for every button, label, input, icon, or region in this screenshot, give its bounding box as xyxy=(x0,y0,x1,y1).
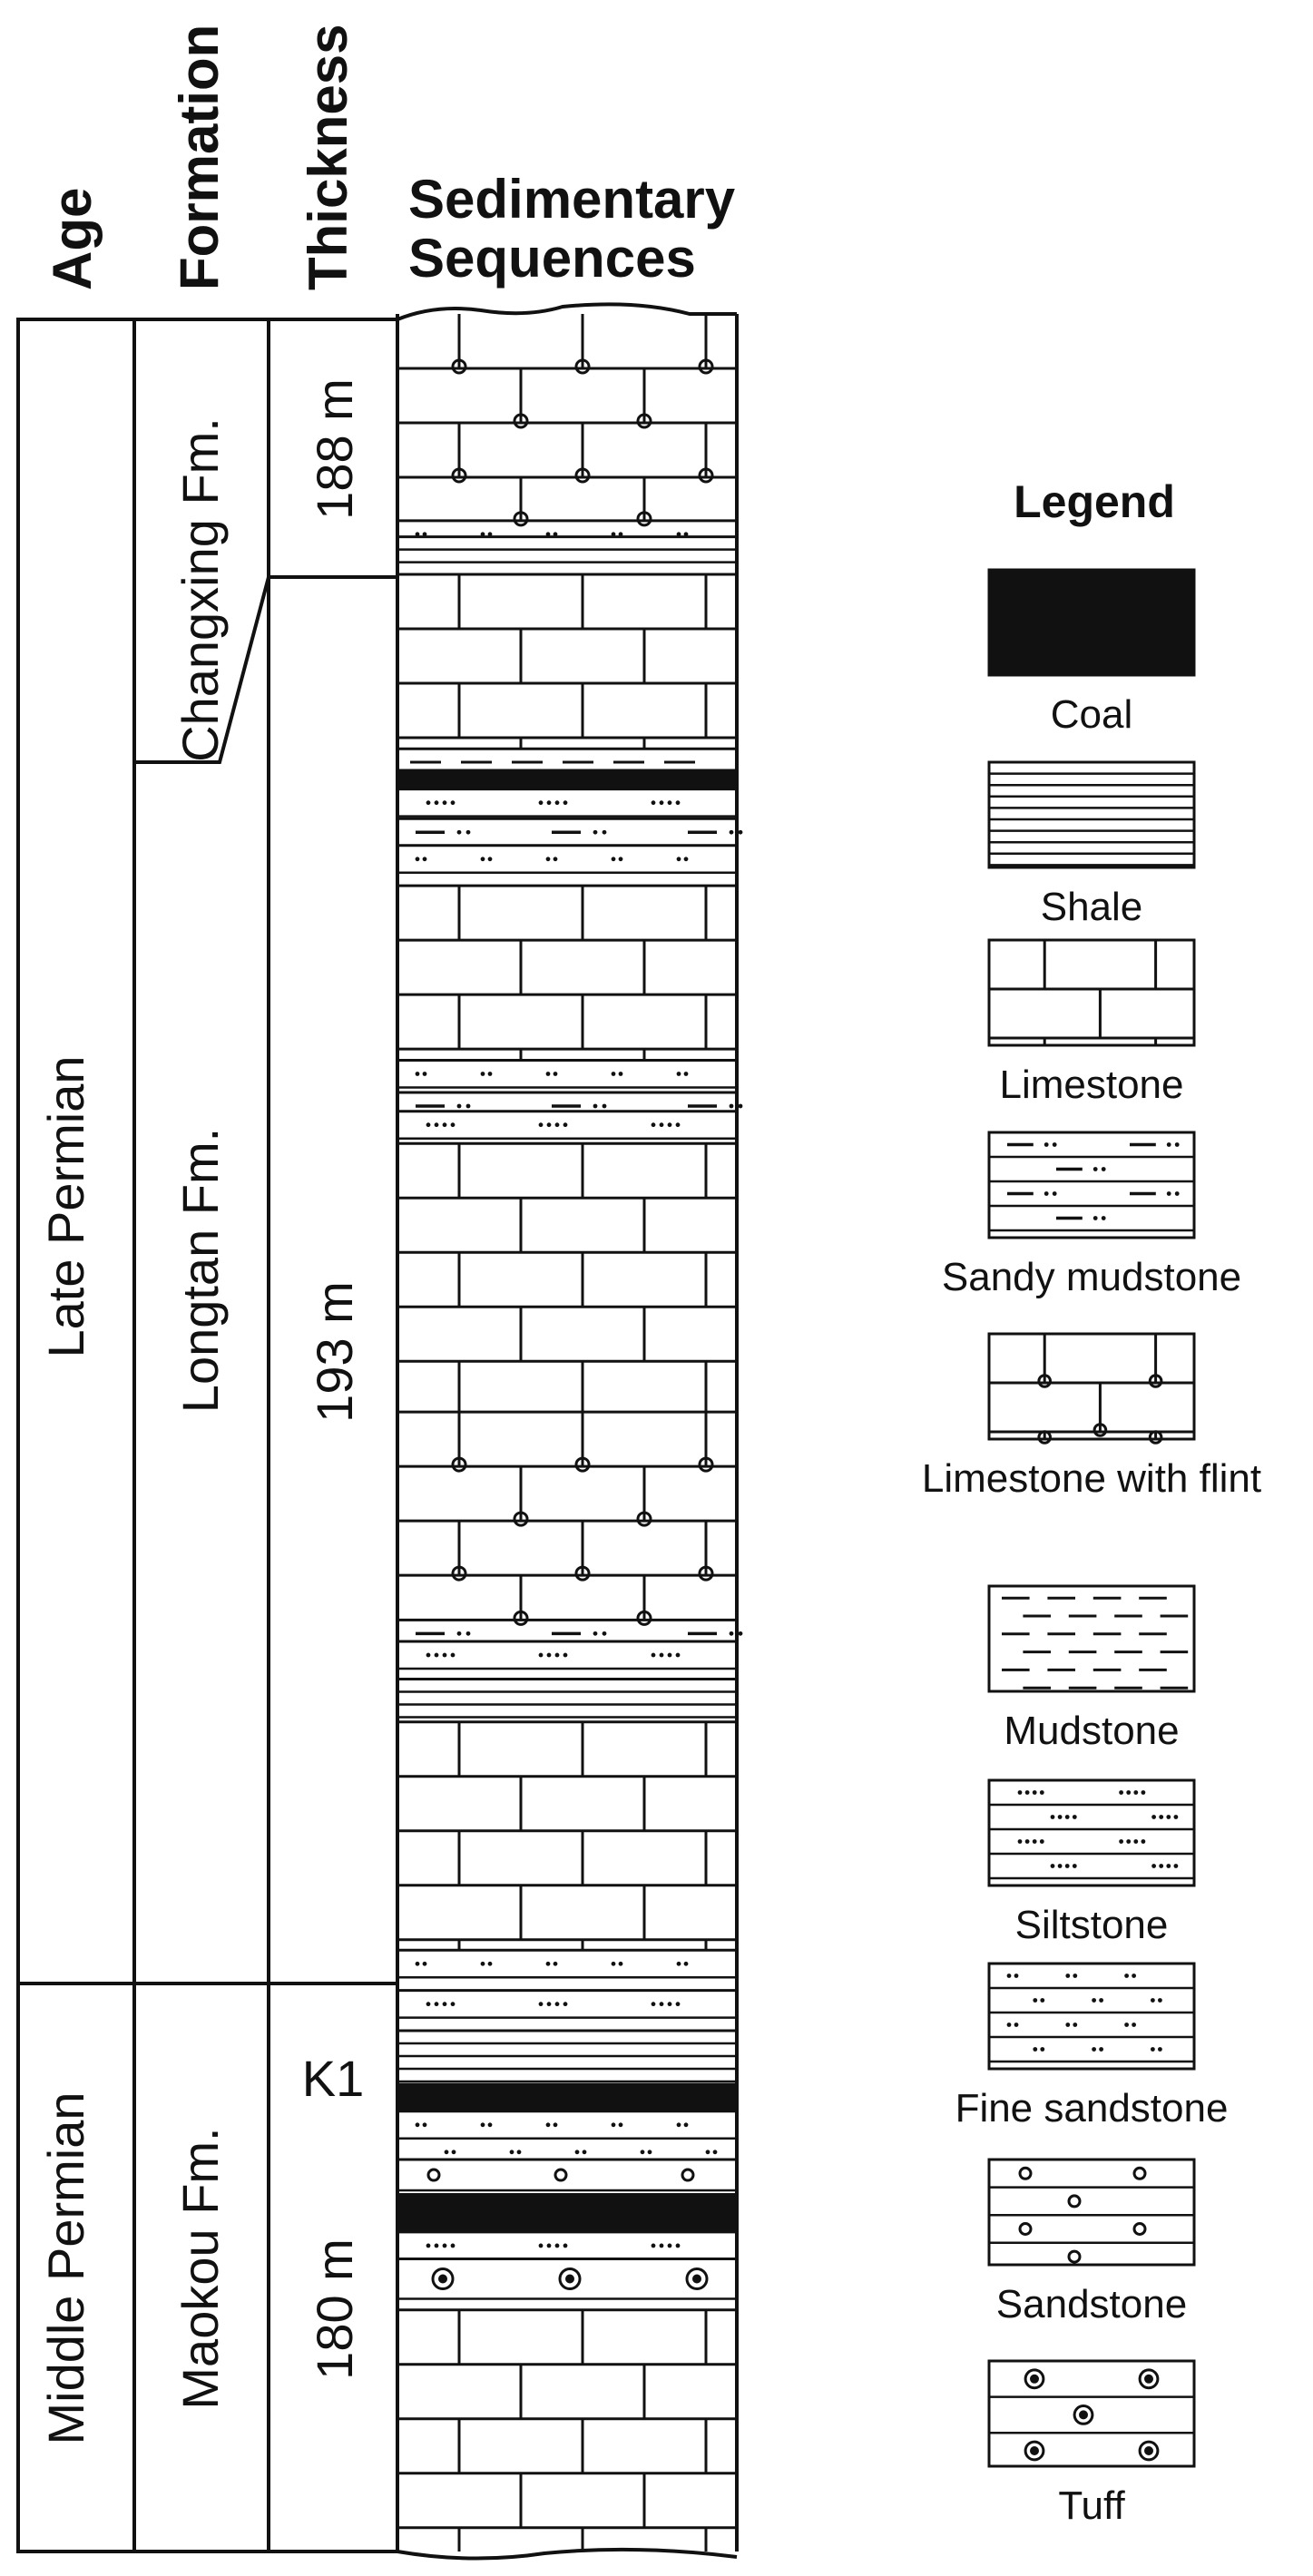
legend-swatch-sandstone xyxy=(987,2158,1196,2267)
column-layer-limestone xyxy=(397,884,737,1061)
column-layer-shale xyxy=(397,2029,737,2083)
column-layer-coal xyxy=(397,2193,737,2232)
legend-swatch-sandy-mudstone xyxy=(987,1131,1196,1239)
column-layer-siltstone xyxy=(397,1989,737,2019)
column-labels: Late Permian Middle Permian Changxing Fm… xyxy=(37,378,364,2444)
header-age: Age xyxy=(42,188,103,290)
legend-item-shale: Shale xyxy=(987,760,1196,929)
legend-label-limestone: Limestone xyxy=(999,1063,1183,1107)
legend-label-sandy-mudstone: Sandy mudstone xyxy=(942,1255,1241,1299)
marker-k1: K1 xyxy=(302,2050,365,2107)
thickness-longtan: 193 m xyxy=(306,1281,363,1423)
legend-title: Legend xyxy=(1014,476,1175,527)
thickness-changxing: 188 m xyxy=(306,378,363,520)
legend-item-sandy-mudstone: Sandy mudstone xyxy=(942,1131,1241,1299)
column-layer-limestone xyxy=(397,1141,737,1413)
column-layer-sandy-mudstone xyxy=(397,817,743,835)
legend-item-fine-sandstone: Fine sandstone xyxy=(955,1962,1229,2130)
column-layer-siltstone xyxy=(397,1110,737,1140)
legend-item-limestone-flint: Limestone with flint xyxy=(922,1332,1261,1501)
column-layer-fine-sandstone xyxy=(397,844,737,875)
header-sequences-line1: Sedimentary xyxy=(408,169,736,230)
legend-label-siltstone: Siltstone xyxy=(1015,1903,1169,1947)
legend-item-siltstone: Siltstone xyxy=(987,1778,1196,1947)
column-layer-siltstone xyxy=(397,2230,737,2248)
legend-label-coal: Coal xyxy=(1051,692,1133,737)
header-formation: Formation xyxy=(169,24,230,290)
column-layer-sandstone xyxy=(397,2158,737,2192)
column-layer-coal xyxy=(397,769,737,789)
legend-item-limestone: Limestone xyxy=(987,938,1196,1107)
column-bottom-wavy-edge xyxy=(397,2547,738,2561)
header-sequences-line2: Sequences xyxy=(408,228,696,289)
legend-label-mudstone: Mudstone xyxy=(1004,1709,1179,1753)
age-middle-permian: Middle Permian xyxy=(37,2091,94,2444)
legend-swatch-siltstone xyxy=(987,1778,1196,1887)
column-layer-shale xyxy=(397,535,737,563)
legend-label-fine-sandstone: Fine sandstone xyxy=(955,2086,1229,2130)
column-layer-fine-sandstone xyxy=(397,1058,737,1089)
thickness-maokou: 180 m xyxy=(306,2238,363,2380)
column-layer-sandy-mudstone xyxy=(397,1618,743,1636)
legend-swatch-shale xyxy=(987,760,1196,869)
formation-changxing: Changxing Fm. xyxy=(171,417,229,762)
column-layer-limestone-flint xyxy=(397,314,737,527)
legend-swatch-fine-sandstone xyxy=(987,1962,1196,2071)
column-layer-fine-sandstone xyxy=(397,519,737,537)
legend-item-mudstone: Mudstone xyxy=(987,1584,1196,1753)
column-layer-mudstone xyxy=(397,747,737,764)
header-thickness: Thickness xyxy=(298,24,358,290)
column-layer-siltstone xyxy=(397,1640,737,1670)
legend-swatch-limestone-flint xyxy=(987,1332,1196,1445)
column-layer-limestone xyxy=(397,1720,737,1951)
legend-item-coal: Coal xyxy=(987,568,1196,737)
formation-maokou: Maokou Fm. xyxy=(171,2127,229,2409)
column-layer-limestone xyxy=(397,573,737,749)
column-layer-sandy-mudstone xyxy=(397,1091,743,1109)
column-headers: Age Formation Thickness Sedimentary Sequ… xyxy=(42,24,736,290)
legend-swatch-tuff xyxy=(987,2359,1196,2468)
column-layer-limestone-flint xyxy=(397,1410,737,1626)
legend-swatch-limestone xyxy=(987,938,1196,1047)
age-late-permian: Late Permian xyxy=(37,1055,94,1357)
sedimentary-sequence-column xyxy=(396,302,743,2561)
column-top-wavy-edge xyxy=(397,302,737,321)
legend-label-tuff: Tuff xyxy=(1058,2483,1125,2528)
formation-longtan: Longtan Fm. xyxy=(171,1128,229,1413)
legend-label-sandstone: Sandstone xyxy=(996,2282,1187,2326)
legend-item-sandstone: Sandstone xyxy=(987,2158,1196,2326)
column-layer-fine-sandstone xyxy=(397,2110,737,2155)
legend-swatch-mudstone xyxy=(987,1584,1196,1693)
legend-item-tuff: Tuff xyxy=(987,2359,1196,2528)
legend-label-limestone-flint: Limestone with flint xyxy=(922,1456,1261,1501)
legend-label-shale: Shale xyxy=(1041,885,1143,929)
column-layer-siltstone xyxy=(397,788,737,818)
column-layer-coal xyxy=(397,2082,737,2111)
column-layer-tuff xyxy=(397,2258,737,2300)
column-layer-shale xyxy=(397,1677,737,1719)
column-layer-fine-sandstone xyxy=(397,1948,737,1979)
legend-swatch-coal xyxy=(987,568,1196,677)
column-layer-limestone xyxy=(397,2308,737,2552)
